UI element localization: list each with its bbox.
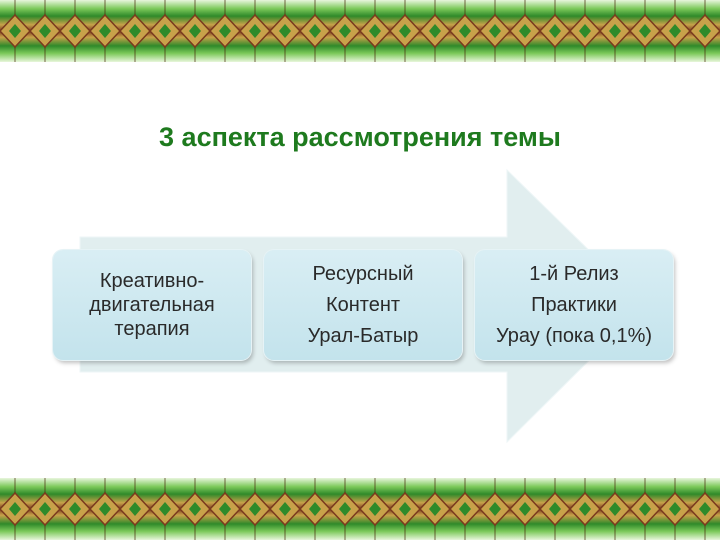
ornament-inner-diamond bbox=[459, 24, 471, 38]
aspect-1-line-2: двигательная bbox=[89, 294, 215, 316]
ornament-inner-diamond bbox=[489, 502, 501, 516]
ornament-inner-diamond bbox=[39, 502, 51, 516]
ornament-inner-diamond bbox=[699, 24, 711, 38]
ornament-inner-diamond bbox=[69, 502, 81, 516]
ornament-inner-diamond bbox=[639, 24, 651, 38]
ornament-inner-diamond bbox=[699, 502, 711, 516]
aspect-box-3: 1-й Релиз Практики Урау (пока 0,1%) bbox=[475, 250, 673, 360]
ornament-inner-diamond bbox=[489, 24, 501, 38]
slide-title: 3 аспекта рассмотрения темы bbox=[159, 122, 561, 152]
ornament-inner-diamond bbox=[189, 502, 201, 516]
ornament-inner-diamond bbox=[309, 502, 321, 516]
ornament-inner-diamond bbox=[279, 502, 291, 516]
bottom-ornament-border bbox=[0, 478, 720, 540]
ornament-inner-diamond bbox=[399, 24, 411, 38]
ornament-inner-diamond bbox=[159, 502, 171, 516]
ornament-inner-diamond bbox=[219, 24, 231, 38]
aspect-2-line-1: Ресурсный bbox=[312, 262, 414, 285]
ornament-inner-diamond bbox=[249, 502, 261, 516]
ornament-inner-diamond bbox=[609, 502, 621, 516]
ornament-inner-diamond bbox=[129, 502, 141, 516]
top-ornament-diamonds bbox=[0, 13, 720, 49]
ornament-inner-diamond bbox=[99, 24, 111, 38]
ornament-inner-diamond bbox=[609, 24, 621, 38]
aspect-2-line-2: Контент bbox=[325, 293, 401, 316]
ornament-inner-diamond bbox=[339, 502, 351, 516]
ornament-inner-diamond bbox=[369, 502, 381, 516]
bottom-ornament-diamonds bbox=[0, 491, 720, 527]
ornament-inner-diamond bbox=[39, 24, 51, 38]
ornament-inner-diamond bbox=[339, 24, 351, 38]
aspect-3-line-2: Практики bbox=[531, 293, 617, 316]
aspect-2-line-3: Урал-Батыр bbox=[307, 324, 419, 347]
ornament-inner-diamond bbox=[69, 24, 81, 38]
ornament-inner-diamond bbox=[9, 502, 21, 516]
aspect-1-line-1: Креативно- bbox=[99, 270, 205, 292]
ornament-inner-diamond bbox=[399, 502, 411, 516]
ornament-inner-diamond bbox=[189, 24, 201, 38]
ornament-inner-diamond bbox=[669, 24, 681, 38]
aspect-box-2: Ресурсный Контент Урал-Батыр bbox=[264, 250, 462, 360]
ornament-inner-diamond bbox=[639, 502, 651, 516]
ornament-inner-diamond bbox=[579, 502, 591, 516]
aspect-1-line-3: терапия bbox=[114, 318, 190, 340]
ornament-inner-diamond bbox=[549, 502, 561, 516]
ornament-inner-diamond bbox=[219, 502, 231, 516]
ornament-inner-diamond bbox=[429, 24, 441, 38]
ornament-inner-diamond bbox=[279, 24, 291, 38]
ornament-inner-diamond bbox=[159, 24, 171, 38]
aspect-box-1: Креативно- двигательная терапия bbox=[53, 250, 251, 360]
ornament-inner-diamond bbox=[549, 24, 561, 38]
top-ornament-border bbox=[0, 0, 720, 62]
ornament-inner-diamond bbox=[429, 502, 441, 516]
ornament-inner-diamond bbox=[309, 24, 321, 38]
ornament-inner-diamond bbox=[669, 502, 681, 516]
ornament-inner-diamond bbox=[249, 24, 261, 38]
ornament-inner-diamond bbox=[459, 502, 471, 516]
ornament-inner-diamond bbox=[519, 502, 531, 516]
ornament-inner-diamond bbox=[99, 502, 111, 516]
aspect-3-line-3: Урау (пока 0,1%) bbox=[495, 324, 653, 347]
ornament-inner-diamond bbox=[9, 24, 21, 38]
ornament-inner-diamond bbox=[369, 24, 381, 38]
aspect-3-line-1: 1-й Релиз bbox=[529, 262, 619, 285]
ornament-inner-diamond bbox=[579, 24, 591, 38]
ornament-inner-diamond bbox=[129, 24, 141, 38]
ornament-inner-diamond bbox=[519, 24, 531, 38]
